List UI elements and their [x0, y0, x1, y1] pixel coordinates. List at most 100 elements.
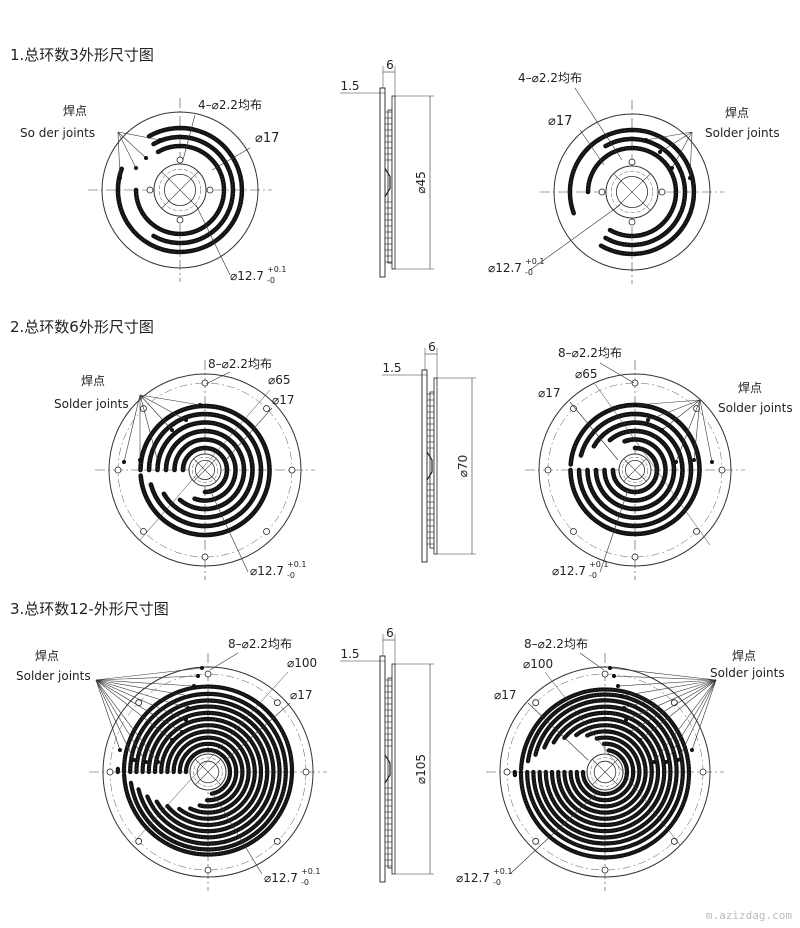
side-back-plate: [391, 95, 396, 270]
holes-label: 4–⌀2.2均布: [518, 71, 582, 85]
solder-joint: [132, 758, 136, 762]
tolerance-upper: +0.1: [493, 867, 512, 876]
side-plate: [379, 655, 386, 883]
slip-ring-track: [580, 748, 630, 797]
side-plate: [421, 369, 428, 563]
solder-joint: [620, 694, 624, 698]
track-hatch: [570, 404, 700, 535]
leader-line: [182, 114, 196, 161]
mounting-hole: [699, 768, 707, 776]
solder-joint: [118, 176, 122, 180]
slip-ring-track: [518, 687, 692, 860]
solder-en-label: Solder joints: [54, 397, 129, 411]
track-hatch: [587, 422, 683, 518]
side-back-plate: [391, 663, 396, 875]
mounting-hole: [693, 528, 700, 535]
leader-line: [613, 675, 717, 681]
mounting-hole: [570, 405, 577, 412]
solder-cn-label: 焊点: [63, 103, 87, 118]
pcd-dia-label: ⌀100: [287, 656, 317, 670]
hub-diagonal: [623, 458, 647, 482]
leader-line: [675, 399, 701, 463]
leader-line: [95, 679, 173, 741]
leader-line: [211, 791, 263, 875]
section-3-title: 3.总环数12-外形尺寸图: [10, 600, 169, 618]
leader-line: [209, 489, 249, 573]
mounting-hole: [204, 866, 212, 874]
leader-line: [211, 147, 251, 171]
leader-line: [629, 679, 717, 733]
bore-chamfer: [610, 170, 654, 214]
solder-joint: [676, 758, 680, 762]
tolerance-upper: +0.1: [589, 560, 608, 569]
leader-line: [95, 679, 187, 721]
mounting-hole: [135, 837, 143, 845]
leader-line: [671, 131, 693, 169]
bore-chamfer: [191, 456, 219, 484]
leader-line: [653, 679, 717, 763]
tolerance-upper: +0.1: [287, 560, 306, 569]
solder-joint: [144, 760, 148, 764]
solder-joint: [652, 760, 656, 764]
shaft-dia-label: ⌀12.7: [488, 261, 522, 275]
leader-line: [617, 679, 717, 687]
mounting-hole: [176, 216, 184, 224]
solder-joint: [616, 684, 620, 688]
tolerance-lower: -0: [301, 878, 309, 887]
solder-joint: [196, 674, 200, 678]
mounting-hole: [601, 866, 609, 874]
leader-line: [609, 667, 717, 681]
mounting-hole: [302, 768, 310, 776]
mounting-hole: [628, 218, 636, 226]
outer-dia-label: ⌀105: [414, 754, 428, 784]
leader-line: [95, 679, 183, 733]
mounting-hole: [670, 699, 678, 707]
solder-joint: [690, 748, 694, 752]
leader-line: [139, 394, 173, 431]
mounting-hole: [146, 186, 154, 194]
slip-ring-track: [146, 710, 270, 834]
solder-joint: [186, 706, 190, 710]
tolerance-lower: -0: [267, 276, 275, 285]
step-label: 1.5: [382, 361, 401, 375]
solder-joint: [156, 760, 160, 764]
leader-line: [95, 679, 135, 761]
leader-line: [95, 679, 121, 751]
solder-en-label: Solder joints: [710, 666, 785, 680]
solder-cn-label: 焊点: [732, 648, 756, 663]
track-hatch: [539, 706, 671, 838]
track-hatch: [135, 145, 225, 235]
outer-rim: [102, 666, 314, 878]
solder-joint: [674, 460, 678, 464]
mounting-hole: [106, 768, 114, 776]
mounting-hole: [658, 188, 666, 196]
inner-dia-label: ⌀17: [255, 131, 279, 146]
track-hatch: [140, 405, 270, 536]
solder-joint: [608, 666, 612, 670]
solder-joint: [660, 428, 664, 432]
hub-diagonal: [613, 173, 651, 211]
track-hatch: [578, 413, 692, 527]
leader-line: [659, 131, 693, 153]
leader-line: [594, 383, 711, 546]
solder-joint: [188, 694, 192, 698]
shaft-dia-label: ⌀12.7: [456, 871, 490, 885]
holes-label: 4–⌀2.2均布: [198, 98, 262, 112]
leader-line: [95, 679, 195, 687]
slip-ring-track: [568, 735, 642, 809]
mounting-hole: [273, 837, 281, 845]
slip-ring-track: [121, 684, 295, 857]
slip-ring-track: [134, 698, 282, 846]
solder-en-label: Solder joints: [718, 401, 793, 415]
solder-joint: [134, 166, 138, 170]
holes-label: 8–⌀2.2均布: [524, 637, 588, 651]
leader-line: [529, 204, 621, 271]
mounting-hole: [570, 528, 577, 535]
solder-joint: [170, 738, 174, 742]
solder-joint: [198, 403, 202, 407]
outer-rim: [553, 113, 711, 271]
thickness-label: 6: [428, 340, 436, 354]
solder-joint: [688, 176, 692, 180]
leader-line: [635, 399, 701, 406]
